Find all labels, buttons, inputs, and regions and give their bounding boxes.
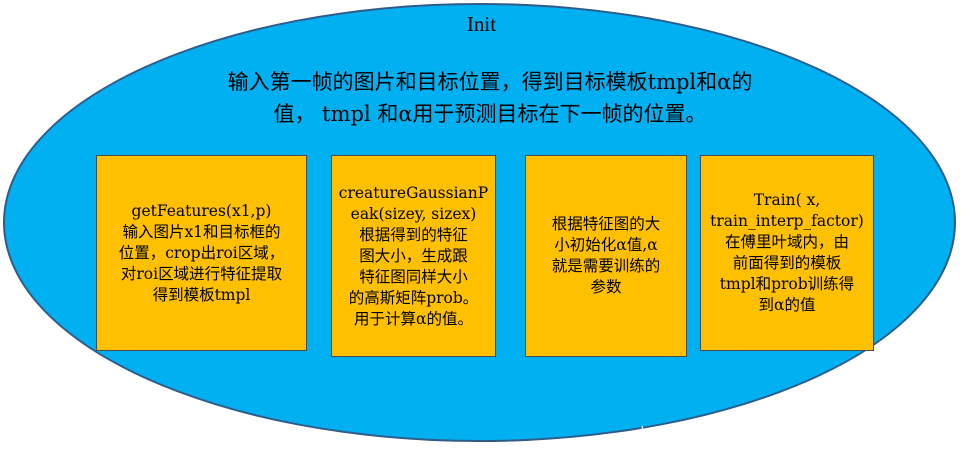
step-box-text: Train( x, train_interp_factor) 在傅里叶域内，由 …: [710, 191, 864, 314]
diagram-description: 输入第一帧的图片和目标位置，得到目标模板tmpl和α的 值， tmpl 和α用于…: [227, 70, 753, 126]
step-box-get-features: getFeatures(x1,p) 输入图片x1和目标框的 位置，crop出ro…: [96, 155, 307, 351]
watermark: https://blog.csdn.net/SmileAngel_520: [640, 425, 951, 441]
step-box-gaussian-peak: creatureGaussianP eak(sizey, sizex) 根据得到…: [331, 155, 496, 357]
step-box-text: getFeatures(x1,p) 输入图片x1和目标框的 位置，crop出ro…: [118, 201, 285, 304]
step-box-train: Train( x, train_interp_factor) 在傅里叶域内，由 …: [700, 155, 874, 351]
step-box-init-alpha: 根据特征图的大 小初始化α值,α 就是需要训练的 参数: [525, 155, 687, 357]
diagram-title: Init: [466, 12, 497, 36]
step-box-text: 根据特征图的大 小初始化α值,α 就是需要训练的 参数: [551, 215, 661, 296]
step-box-text: creatureGaussianP eak(sizey, sizex) 根据得到…: [338, 183, 489, 328]
